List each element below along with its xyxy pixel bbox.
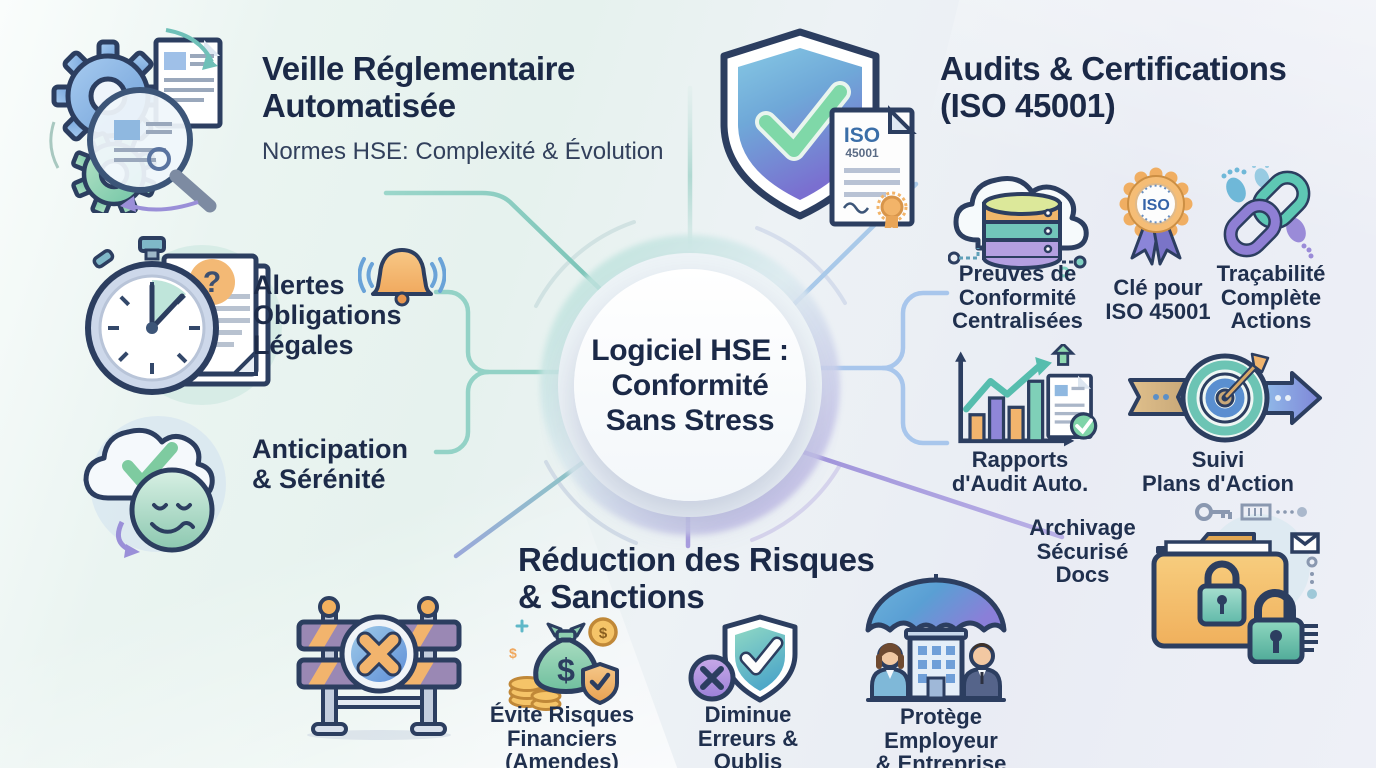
suivi-label: Suivi Plans d'Action (1132, 448, 1304, 495)
stopwatch-documents-icon: ? (52, 230, 302, 413)
title-line: (ISO 45001) (940, 87, 1116, 124)
title-line: Audits & Certifications (940, 50, 1287, 87)
label-line: Actions (1230, 308, 1312, 333)
label-line: Rapports (971, 447, 1069, 472)
label-line: Conformité (958, 284, 1077, 310)
label-line: Archivage (1029, 515, 1136, 540)
title-line: & Sanctions (518, 578, 705, 615)
reduction-title: Réduction des Risques & Sanctions (518, 541, 875, 615)
anticipation-label: Anticipation & Sérénité (252, 434, 408, 494)
label-line: Centralisées (952, 308, 1083, 333)
dollar-bag: $ (557, 652, 575, 688)
dollar-small: $ (509, 645, 517, 661)
title-line: Veille Réglementaire (262, 50, 575, 87)
tracabilite-label: Traçabilité Complète Actions (1205, 262, 1337, 333)
dollar-coin: $ (599, 625, 608, 642)
cloud-database-icon (947, 166, 1093, 297)
title-line: Automatisée (262, 87, 456, 124)
veille-title: Veille Réglementaire Automatisée (262, 50, 575, 124)
title-line: Réduction des Risques (518, 541, 875, 578)
label-line: Erreurs & Oublis (697, 725, 799, 768)
label-line: Docs (1055, 562, 1110, 587)
diminue-label: Diminue Erreurs & Oublis (668, 703, 828, 768)
label-line: Suivi (1191, 447, 1245, 472)
label-line: Évite Risques (489, 702, 635, 727)
label-line: Sécurisé (1036, 538, 1129, 564)
cloud-check-calm-face-icon (70, 406, 242, 563)
locked-folder-icon (1146, 500, 1322, 669)
roadblock-icon (293, 586, 465, 745)
alertes-label: Alertes Obligations Légales (253, 270, 402, 360)
label-line: Traçabilité (1216, 261, 1326, 286)
label-line: & Sérénité (252, 464, 386, 494)
central-title-line: Logiciel HSE : (591, 333, 789, 367)
central-title: Logiciel HSE : Conformité Sans Stress (591, 333, 789, 438)
label-line: & Entreprise (875, 751, 1007, 768)
audits-title: Audits & Certifications (ISO 45001) (940, 50, 1287, 124)
money-bag-shield-icon: $ $ $ (503, 616, 621, 717)
label-line: Diminue (704, 702, 792, 727)
label-line: d'Audit Auto. (951, 470, 1089, 496)
target-arrow-icon (1128, 350, 1324, 453)
archivage-label: Archivage Sécurisé Docs (1010, 516, 1155, 587)
label-line: Complète (1220, 284, 1322, 310)
cle-iso-label: Clé pour ISO 45001 (1098, 276, 1218, 323)
bell-icon (357, 244, 447, 315)
central-title-line: Sans Stress (605, 403, 775, 437)
bar-chart-report-icon (948, 342, 1100, 457)
central-hub: Logiciel HSE : Conformité Sans Stress (574, 269, 806, 501)
umbrella-company-icon (860, 572, 1012, 711)
preuves-label: Preuves de Conformité Centralisées (935, 262, 1100, 333)
label-line: Clé pour (1113, 275, 1203, 300)
cert-number-text: 45001 (845, 146, 879, 160)
shield-check-x-icon (688, 614, 808, 713)
central-title-line: Conformité (611, 368, 769, 402)
label-line: Alertes (253, 270, 345, 300)
label-line: Plans d'Action (1142, 470, 1294, 496)
chain-footprints-icon (1216, 162, 1314, 267)
label-line: Légales (253, 330, 354, 360)
gears-magnifier-document-icon (38, 18, 243, 218)
iso-medal-text: ISO (1142, 197, 1170, 214)
iso-medal-icon: ISO (1112, 166, 1200, 271)
label-line: Preuves de (958, 261, 1077, 286)
label-line: Anticipation (252, 434, 408, 464)
protege-label: Protège Employeur & Entreprise (843, 705, 1039, 768)
label-line: Financiers (Amendes) (505, 725, 619, 768)
label-line: ISO 45001 (1105, 298, 1211, 324)
shield-check-certificate-icon: ISO 45001 (712, 26, 917, 234)
rapports-label: Rapports d'Audit Auto. (935, 448, 1105, 495)
cert-iso-text: ISO (844, 124, 880, 147)
veille-subtitle: Normes HSE: Complexité & Évolution (262, 138, 664, 165)
label-line: Protège Employeur (884, 704, 998, 753)
evite-label: Évite Risques Financiers (Amendes) (452, 703, 672, 768)
label-line: Obligations (253, 300, 402, 330)
